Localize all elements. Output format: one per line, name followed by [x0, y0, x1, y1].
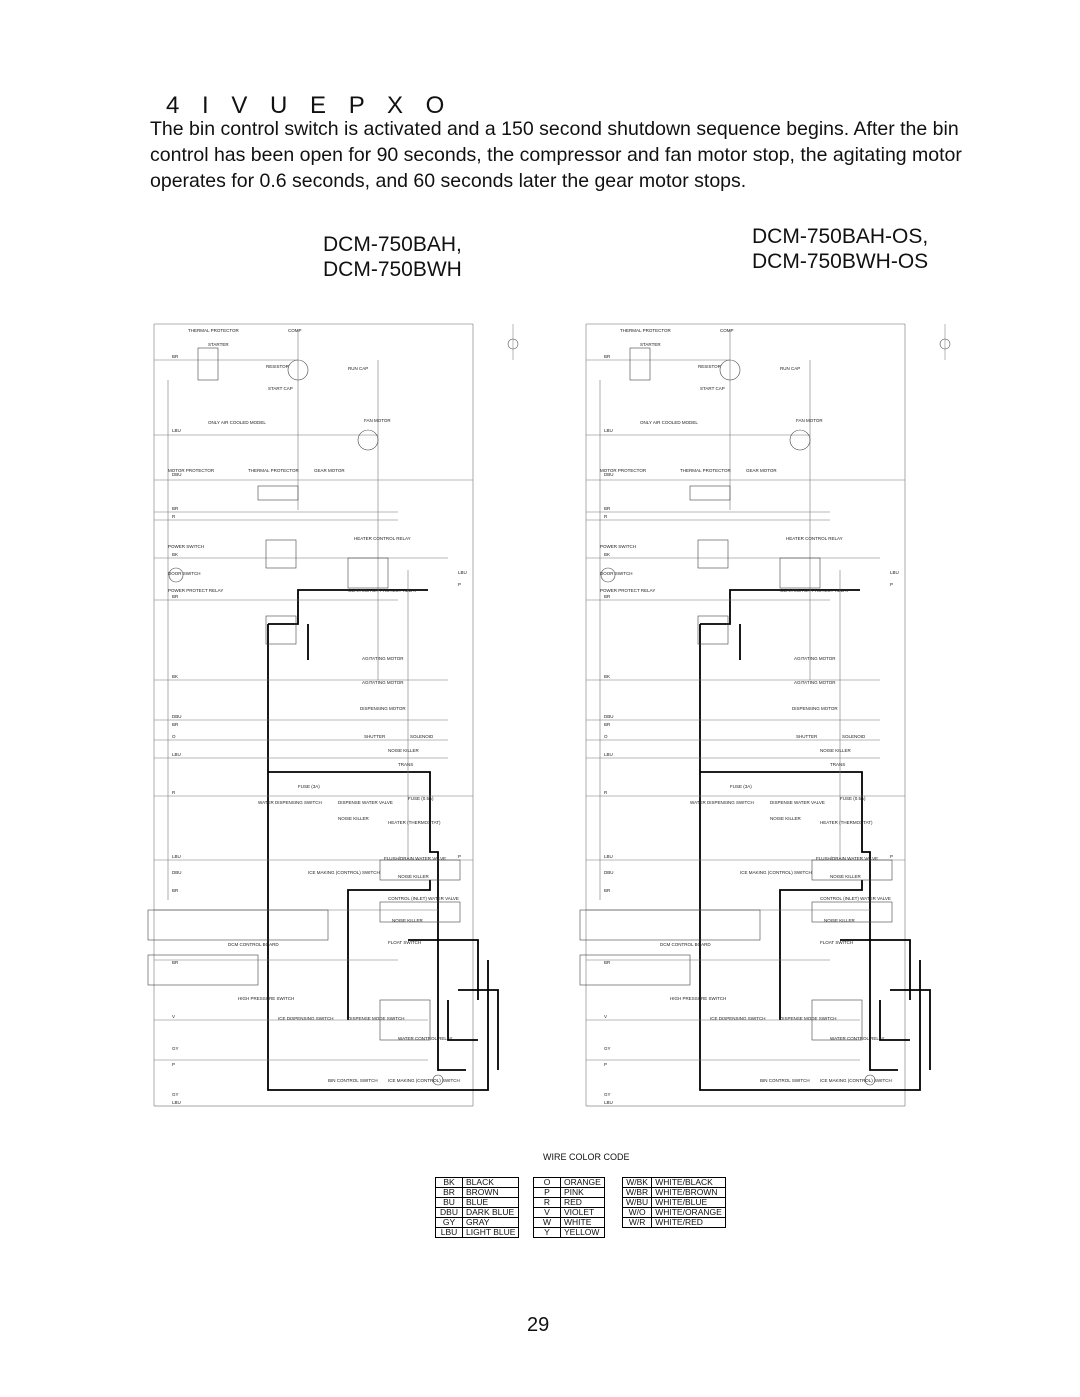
- wire-code: W: [533, 1217, 561, 1228]
- model-name: DCM-750BAH-OS,: [752, 225, 929, 248]
- wire-color-name: PINK: [560, 1187, 605, 1198]
- wire-color-name: LIGHT BLUE: [461, 1227, 520, 1238]
- wire-code: W/BU: [621, 1197, 653, 1208]
- wire-code: BK: [435, 1177, 463, 1188]
- wire-code: GY: [435, 1217, 463, 1228]
- wire-color-name: GRAY: [461, 1217, 520, 1228]
- wire-color-code-title: WIRE COLOR CODE: [543, 1152, 630, 1162]
- wire-color-name: WHITE: [560, 1217, 605, 1228]
- model-name: DCM-750BWH-OS: [752, 250, 929, 273]
- wire-color-name: WHITE/BLACK: [651, 1177, 726, 1188]
- wire-color-name: RED: [560, 1197, 605, 1208]
- wire-code: W/O: [621, 1207, 653, 1218]
- wire-color-name: YELLOW: [560, 1227, 605, 1238]
- section-heading: 4 I V U E P X O: [166, 92, 453, 119]
- wire-code: BU: [435, 1197, 463, 1208]
- wire-code: DBU: [435, 1207, 463, 1218]
- wire-color-name: DARK BLUE: [461, 1207, 520, 1218]
- wire-color-name: VIOLET: [560, 1207, 605, 1218]
- schematic-diagram-right: [579, 323, 951, 1107]
- page-number: 29: [527, 1314, 550, 1336]
- wire-code: V: [533, 1207, 561, 1218]
- wire-color-name: WHITE/RED: [651, 1217, 726, 1228]
- model-label-left: DCM-750BAH, DCM-750BWH: [323, 232, 462, 282]
- wire-color-name: BLUE: [461, 1197, 520, 1208]
- wire-color-name: BROWN: [461, 1187, 520, 1198]
- wire-code: W/R: [621, 1217, 653, 1228]
- wire-code: W/BR: [621, 1187, 653, 1198]
- wire-code: BR: [435, 1187, 463, 1198]
- wire-code: R: [533, 1197, 561, 1208]
- wire-code: P: [533, 1187, 561, 1198]
- model-name: DCM-750BWH: [323, 258, 462, 281]
- wire-code: W/BK: [621, 1177, 653, 1188]
- wire-color-name: BLACK: [461, 1177, 520, 1188]
- wiring-diagrams: THERMAL PROTECTOR COMP STARTER RESISTOR …: [147, 323, 951, 1107]
- model-label-right: DCM-750BAH-OS, DCM-750BWH-OS: [752, 224, 928, 274]
- description-paragraph: The bin control switch is activated and …: [150, 118, 962, 192]
- wire-color-name: WHITE/BROWN: [651, 1187, 726, 1198]
- wire-code: O: [533, 1177, 561, 1188]
- wire-color-name: WHITE/BLUE: [651, 1197, 726, 1208]
- model-name: DCM-750BAH,: [323, 233, 462, 256]
- wire-color-name: ORANGE: [560, 1177, 605, 1188]
- wire-code: LBU: [435, 1227, 463, 1238]
- schematic-diagram-left: [147, 323, 519, 1107]
- wire-code: Y: [533, 1227, 561, 1238]
- wire-color-name: WHITE/ORANGE: [651, 1207, 726, 1218]
